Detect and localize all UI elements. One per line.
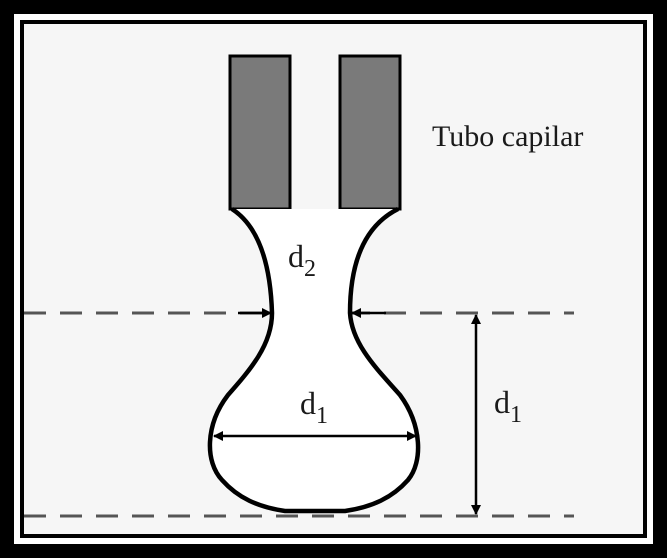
capillary-tube-label: Tubo capilar bbox=[432, 120, 583, 153]
drop-diameter-symbol: d bbox=[300, 385, 316, 421]
drop-diameter-subscript: 1 bbox=[316, 403, 328, 429]
neck-diameter-label: d2 bbox=[288, 238, 316, 282]
capillary-tube-left-wall bbox=[228, 54, 292, 211]
drop-outline bbox=[207, 206, 421, 514]
drop-diameter-label: d1 bbox=[300, 385, 328, 429]
height-marker-symbol: d bbox=[494, 384, 510, 420]
height-marker-subscript: 1 bbox=[510, 402, 522, 428]
capillary-tube-right-wall bbox=[338, 54, 402, 211]
height-marker-label: d1 bbox=[494, 384, 522, 428]
neck-diameter-subscript: 2 bbox=[304, 256, 316, 282]
neck-diameter-symbol: d bbox=[288, 238, 304, 274]
